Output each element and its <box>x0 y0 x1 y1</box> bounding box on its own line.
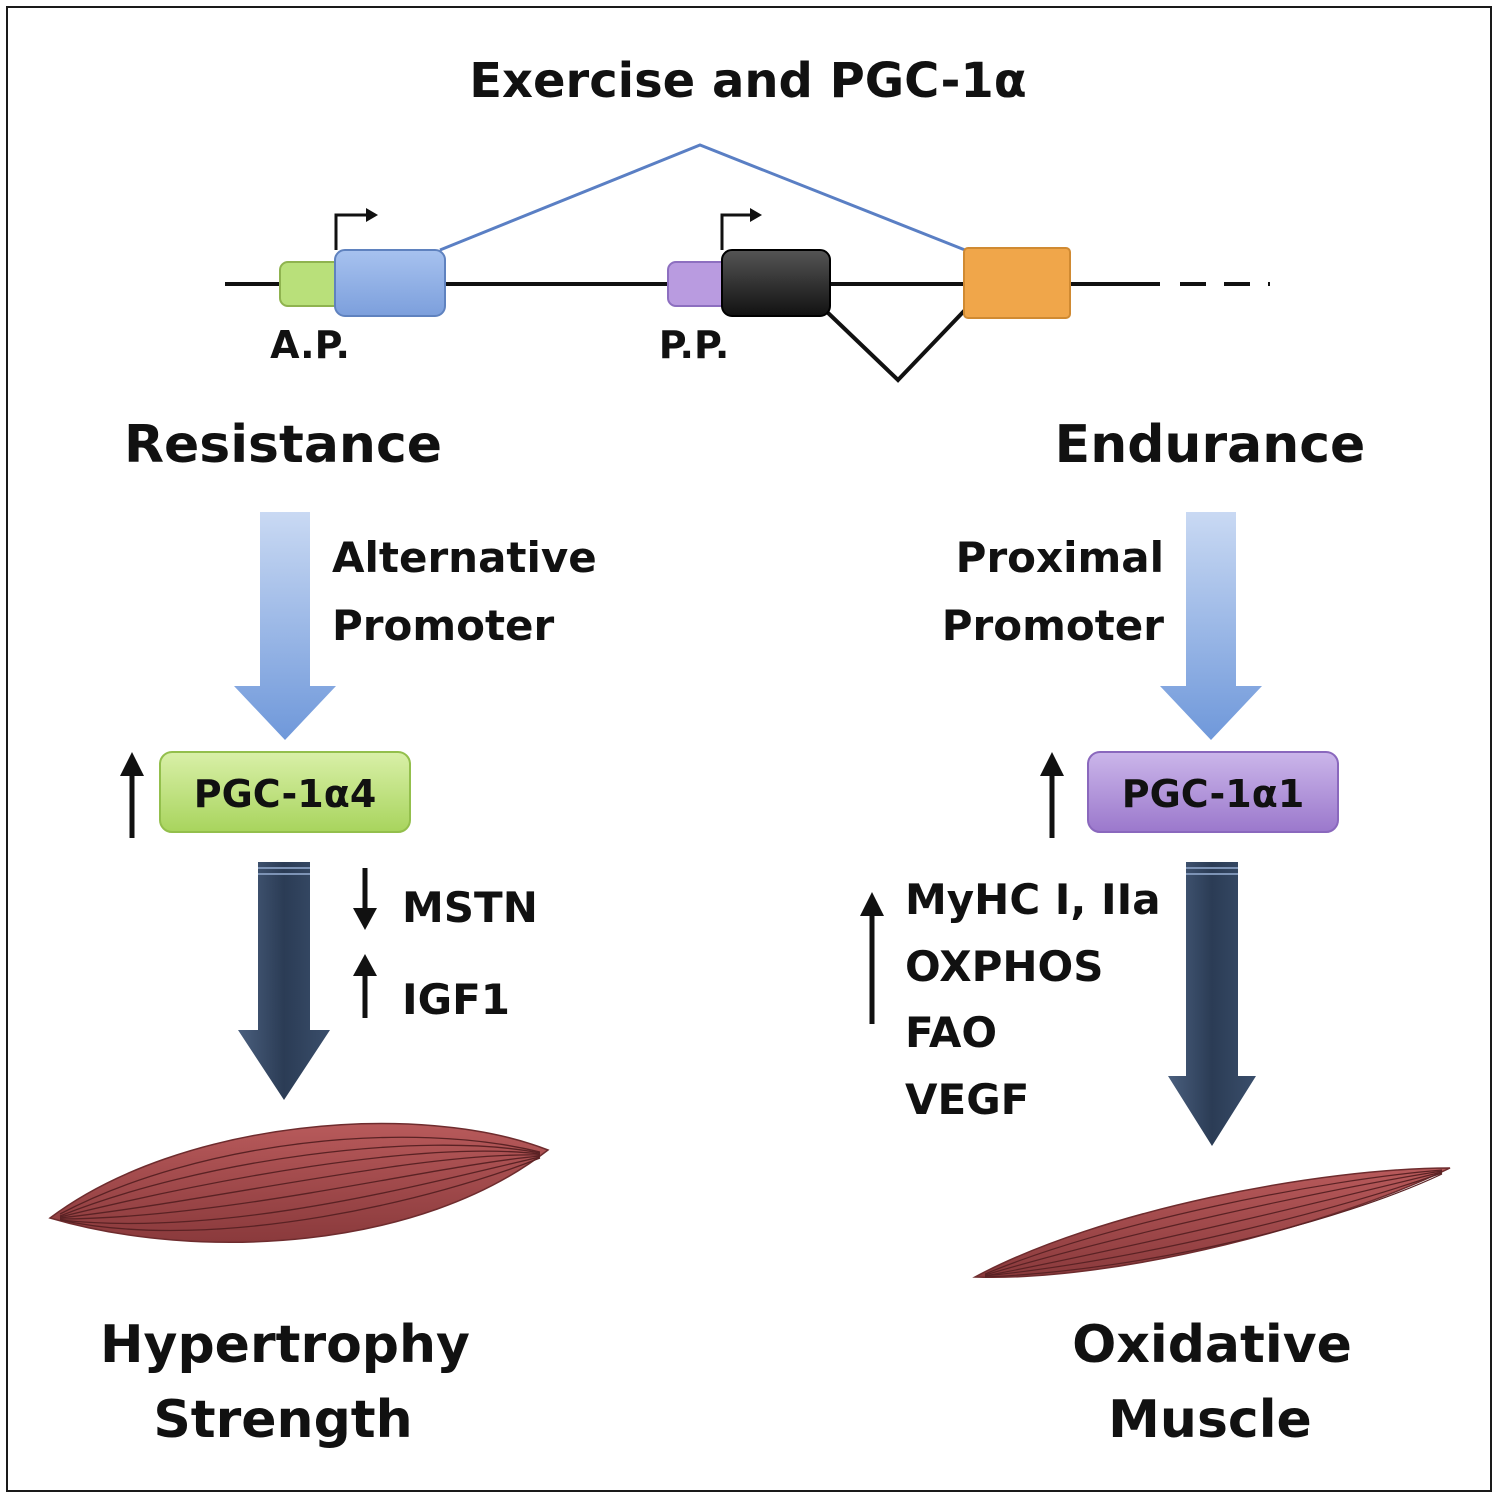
alternative-promoter-box <box>279 261 343 307</box>
target-fao: FAO <box>905 1008 997 1057</box>
up-arrow-pgc1a4-icon <box>120 752 144 776</box>
endurance-branch: Endurance Proximal Promoter PGC-1α1 MyHC… <box>860 415 1451 1450</box>
alternative-promoter-label: A.P. <box>270 323 350 367</box>
resistance-pathway-arrow <box>238 862 330 1100</box>
up-arrow-igf1-icon <box>353 954 377 976</box>
exon-1b-box <box>721 249 831 317</box>
proximal-promoter-arrow <box>1160 512 1262 740</box>
tss-arrowhead-prox-icon <box>750 208 762 222</box>
up-arrow-pgc1a1-icon <box>1040 752 1064 776</box>
gene-structure: A.P. P.P. <box>225 143 1270 383</box>
mstn-label: MSTN <box>402 883 538 932</box>
oxidative-label: Oxidative <box>1072 1315 1352 1375</box>
oxidative-muscle-illustration <box>972 1167 1451 1279</box>
exon-2-box <box>963 247 1071 319</box>
hypertrophy-label: Hypertrophy <box>100 1315 470 1375</box>
resistance-heading: Resistance <box>124 415 442 475</box>
pgc1a4-box <box>159 751 411 833</box>
splice-junction-bottom <box>823 308 967 383</box>
tss-arrowhead-alt-icon <box>366 208 378 222</box>
figure-border <box>6 6 1492 1492</box>
target-oxphos: OXPHOS <box>905 942 1103 991</box>
proximal-promoter-line1: Proximal <box>956 533 1164 582</box>
target-vegf: VEGF <box>905 1075 1029 1124</box>
endurance-heading: Endurance <box>1055 415 1366 475</box>
exon-1a-box <box>334 249 446 317</box>
target-myhc: MyHC I, IIa <box>905 875 1161 924</box>
transcription-start-arrow-prox <box>720 213 752 250</box>
strength-label: Strength <box>153 1390 412 1450</box>
up-arrow-targets-icon <box>860 892 884 916</box>
alternative-promoter-arrow <box>234 512 336 740</box>
splice-junction-top <box>439 143 966 252</box>
alternative-promoter-line1: Alternative <box>332 533 597 582</box>
resistance-branch: Resistance Alternative Promoter PGC-1α4 … <box>48 415 597 1450</box>
down-arrow-mstn-icon <box>353 908 377 930</box>
alternative-promoter-line2: Promoter <box>332 601 555 650</box>
endurance-pathway-arrow <box>1168 862 1256 1146</box>
pgc1a1-box <box>1087 751 1339 833</box>
muscle-label: Muscle <box>1108 1390 1312 1450</box>
pgc1a1-label: PGC-1α1 <box>1122 772 1305 816</box>
igf1-label: IGF1 <box>402 975 510 1024</box>
pgc1a4-label: PGC-1α4 <box>194 772 377 816</box>
transcription-start-arrow-alt <box>334 213 368 250</box>
proximal-promoter-box <box>667 261 731 307</box>
proximal-promoter-label: P.P. <box>659 323 730 367</box>
figure-title: Exercise and PGC-1α <box>469 53 1027 109</box>
proximal-promoter-line2: Promoter <box>942 601 1165 650</box>
hypertrophy-muscle-illustration <box>48 1122 550 1243</box>
